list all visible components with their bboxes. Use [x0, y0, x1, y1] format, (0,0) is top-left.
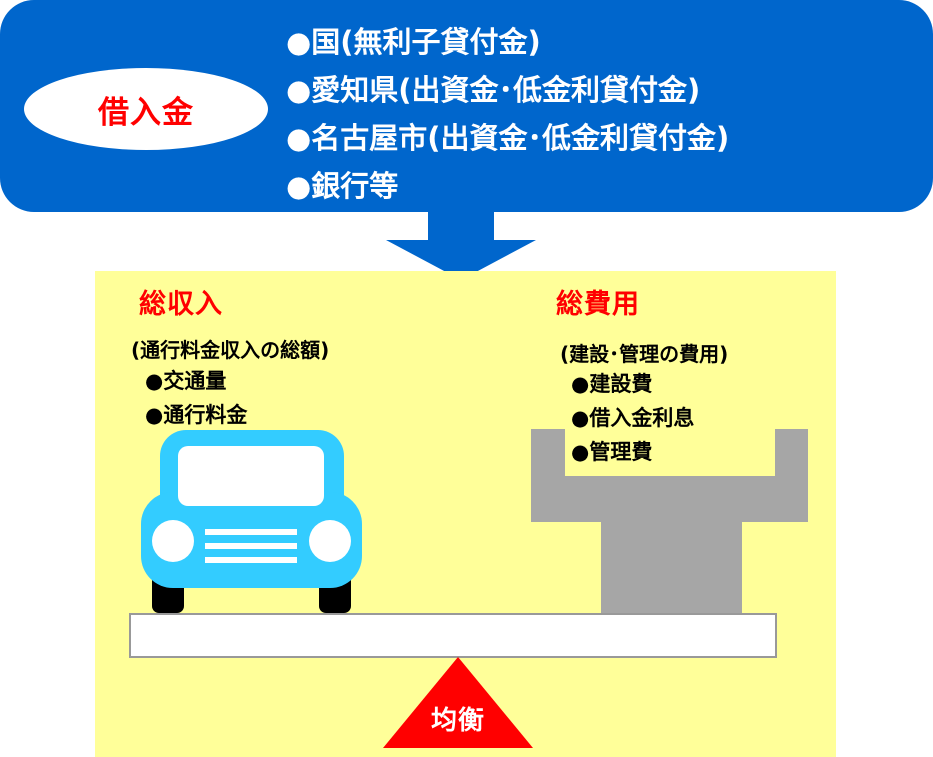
down-arrow-icon	[386, 210, 536, 280]
bridge-icon	[531, 429, 808, 614]
revenue-item-list: ●交通量 ●通行料金	[145, 364, 247, 432]
cost-item: ●借入金利息	[571, 406, 695, 430]
loan-label: 借入金	[98, 94, 194, 131]
revenue-item: ●通行料金	[145, 403, 248, 427]
revenue-subtitle: (通行料金収入の総額)	[131, 338, 330, 362]
cost-item: ●管理費	[571, 440, 653, 464]
cost-item: ●建設費	[571, 372, 653, 396]
loan-source-item: ●名古屋市(出資金･低金利貸付金)	[286, 121, 730, 155]
revenue-title: 総収入	[139, 289, 223, 320]
fulcrum-icon	[383, 657, 533, 748]
cost-subtitle: (建設･管理の費用)	[560, 342, 729, 366]
loan-source-item: ●愛知県(出資金･低金利貸付金)	[286, 73, 701, 107]
loan-source-list: ●国(無利子貸付金) ●愛知県(出資金･低金利貸付金) ●名古屋市(出資金･低金…	[286, 18, 729, 210]
balance-label: 均衡	[430, 706, 485, 736]
revenue-item: ●交通量	[145, 369, 227, 393]
car-icon	[141, 430, 362, 613]
cost-item-list: ●建設費 ●借入金利息 ●管理費	[571, 367, 694, 469]
loan-oval: 借入金	[24, 68, 268, 150]
loan-source-item: ●国(無利子貸付金)	[286, 25, 541, 59]
loan-source-item: ●銀行等	[286, 169, 399, 203]
balance-beam	[129, 613, 777, 658]
cost-title: 総費用	[556, 289, 640, 320]
